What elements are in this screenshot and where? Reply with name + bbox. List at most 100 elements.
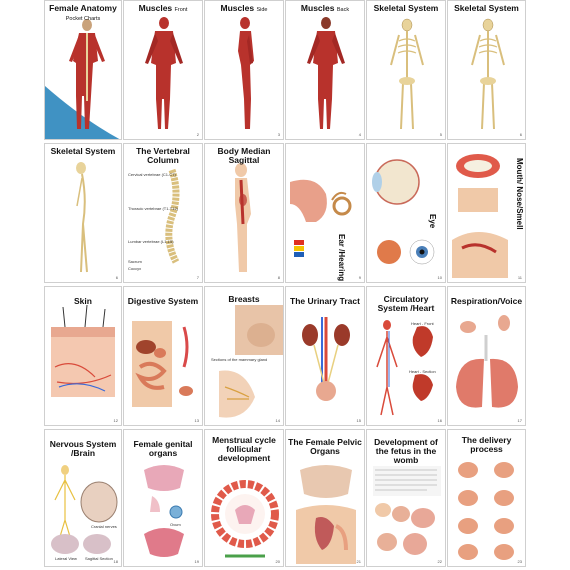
card-title: The Female Pelvic Organs xyxy=(288,437,362,456)
fetus-development-illustration xyxy=(373,466,441,555)
card-skeletal-1: Skeletal System 5 xyxy=(366,0,446,140)
card-title: Digestive System xyxy=(127,296,199,306)
card-skeletal-3: Skeletal System 6 xyxy=(44,143,122,283)
card-fetus-development: Development of the fetus in the womb 22 xyxy=(366,429,446,567)
card-nervous-brain: Nervous System /Brain Cranial nerves Lat… xyxy=(44,429,122,567)
page-number: 23 xyxy=(517,559,522,564)
page-number: 15 xyxy=(356,418,361,423)
card-breasts: Breasts Sections of the mammary gland 14 xyxy=(204,286,284,426)
card-mouth-nose-smell: Mouth/ Nose/Smell 11 xyxy=(447,143,526,283)
muscles-front-illustration xyxy=(145,17,183,129)
urinary-illustration xyxy=(302,317,350,401)
card-title: Development of the fetus in the womb xyxy=(374,437,438,465)
card-vertebral-column: The Vertebral Column Cervical vertebrae … xyxy=(123,143,203,283)
breast-illustration xyxy=(219,305,283,418)
card-delivery-process: The delivery process 23 xyxy=(447,429,526,567)
card-title: Menstrual cycle follicular development xyxy=(212,435,276,463)
card-female-genital-organs: Female genital organs Ovum 19 xyxy=(123,429,203,567)
card-title: Skeletal System xyxy=(454,3,519,13)
page-number: 2 xyxy=(196,132,199,137)
card-title: Mouth/ Nose/Smell xyxy=(515,158,524,230)
card-title: Muscles Side xyxy=(220,3,268,14)
page-number: 21 xyxy=(356,559,361,564)
page-number: 3 xyxy=(277,132,280,137)
mouth-nose-illustration xyxy=(452,154,508,278)
page-number: 5 xyxy=(439,132,442,137)
menstrual-cycle-wheel xyxy=(211,480,279,558)
label-heart-front: Heart - Front xyxy=(411,321,434,326)
vertebral-column-illustration xyxy=(165,168,180,264)
card-skin: Skin 12 xyxy=(44,286,122,426)
label-ovum: Ovum xyxy=(170,522,181,527)
page-number: 18 xyxy=(113,559,118,564)
sagittal-body-illustration xyxy=(235,163,251,272)
card-digestive-system: Digestive System 13 xyxy=(123,286,203,426)
label-heart-section: Heart - Section xyxy=(409,369,436,374)
card-eye: Eye 10 xyxy=(366,143,446,283)
lungs-illustration xyxy=(456,315,518,408)
label-mammary: Sections of the mammary gland xyxy=(211,357,268,362)
page-number: 6 xyxy=(519,132,522,137)
card-title: Female genital organs xyxy=(133,439,193,458)
pelvic-organs-illustration xyxy=(296,465,356,564)
page-number: 11 xyxy=(517,275,522,280)
skeleton-illustration xyxy=(471,18,505,130)
nervous-brain-illustration xyxy=(51,465,118,554)
label-sacrum: Sacrum xyxy=(128,259,142,264)
page-number: 20 xyxy=(275,559,280,564)
card-title: Body Median Sagittal xyxy=(217,146,271,165)
card-title: Breasts xyxy=(228,294,260,304)
card-respiration-voice: Respiration/Voice 17 xyxy=(447,286,526,426)
card-ear-hearing: Ear /Hearing 9 xyxy=(285,143,365,283)
digestive-illustration xyxy=(132,321,193,407)
card-title: The Urinary Tract xyxy=(290,296,360,306)
page-number: 9 xyxy=(358,275,361,280)
delivery-process-illustration xyxy=(458,462,514,560)
page-number: 10 xyxy=(437,275,442,280)
card-menstrual-cycle: Menstrual cycle follicular development 2… xyxy=(204,429,284,567)
card-circulatory-heart: Circulatory System /Heart Heart - Front … xyxy=(366,286,446,426)
page-number: 17 xyxy=(517,418,522,423)
card-muscles-front: Muscles Front 2 xyxy=(123,0,203,140)
card-title: Skeletal System xyxy=(50,146,116,156)
genital-organs-illustration xyxy=(144,465,184,557)
eye-illustration xyxy=(372,159,435,265)
page-number: 4 xyxy=(358,132,361,137)
page-number: 8 xyxy=(277,275,280,280)
card-urinary-tract: The Urinary Tract 15 xyxy=(285,286,365,426)
card-muscles-back: Muscles Back 4 xyxy=(285,0,365,140)
page-number: 6 xyxy=(115,275,118,280)
card-title: Eye xyxy=(428,214,437,229)
card-title: Respiration/Voice xyxy=(450,296,523,306)
label-cranial-nerves: Cranial nerves xyxy=(91,524,117,529)
label-cervical: Cervical vertebrae (C1-C7) xyxy=(128,172,176,177)
page-number: 14 xyxy=(275,418,280,423)
card-body-median-sagittal: Body Median Sagittal 8 xyxy=(204,143,284,283)
label-coccyx: Coccyx xyxy=(128,266,142,271)
card-title: Skeletal System xyxy=(373,3,439,13)
page-number: 13 xyxy=(194,418,199,423)
label-sagittal-section: Sagittal Section xyxy=(85,556,113,561)
page-number: 19 xyxy=(194,559,199,564)
page-number: 7 xyxy=(196,275,199,280)
page-number: 22 xyxy=(437,559,442,564)
label-thoracic: Thoracic vertebrae (T1-T12) xyxy=(128,206,179,211)
card-title: The delivery process xyxy=(461,435,512,454)
card-title: The Vertebral Column xyxy=(136,146,190,165)
skeleton-side-illustration xyxy=(76,162,88,273)
skin-cross-section-illustration xyxy=(51,304,115,397)
label-lateral-view: Lateral View xyxy=(55,556,77,561)
card-female-pelvic-organs: The Female Pelvic Organs 21 xyxy=(285,429,365,567)
skeleton-illustration xyxy=(390,18,424,130)
circulatory-illustration xyxy=(376,320,433,416)
card-title: Circulatory System /Heart xyxy=(377,294,435,313)
page-number: 16 xyxy=(437,418,442,423)
muscles-back-illustration xyxy=(307,17,345,129)
card-title: Skin xyxy=(74,296,92,306)
page-number: 12 xyxy=(113,418,118,423)
ear-illustration xyxy=(290,179,352,257)
muscles-side-illustration xyxy=(238,17,254,129)
